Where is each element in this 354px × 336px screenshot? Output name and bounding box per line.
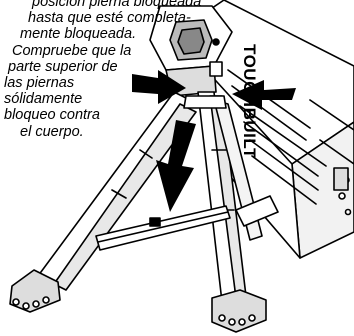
caption-line: Compruebe que la bbox=[12, 42, 132, 59]
cross-brace bbox=[95, 205, 231, 251]
left-foot bbox=[9, 269, 61, 313]
caption-line: mente bloqueada. bbox=[20, 26, 137, 43]
caption-line: hasta que esté completa- bbox=[28, 10, 191, 27]
caption-line: posición pierna bloqueada bbox=[32, 0, 202, 10]
arrow-left-icon bbox=[232, 80, 296, 110]
upper-bracket bbox=[183, 95, 227, 109]
arrow-right-icon bbox=[132, 70, 186, 104]
center-foot bbox=[211, 289, 267, 333]
caption-line: sólidamente bbox=[4, 91, 83, 108]
caption-line: bloqueo contra bbox=[4, 107, 100, 124]
caption-line: el cuerpo. bbox=[20, 123, 84, 140]
arrow-down-icon bbox=[156, 120, 196, 212]
instruction-caption: posición pierna bloqueada hasta que esté… bbox=[0, 0, 201, 140]
left-leg bbox=[37, 91, 197, 291]
caption-line: las piernas bbox=[4, 75, 75, 92]
caption-line: parte superior de bbox=[8, 58, 118, 75]
sawhorse-end-cap bbox=[149, 5, 233, 97]
